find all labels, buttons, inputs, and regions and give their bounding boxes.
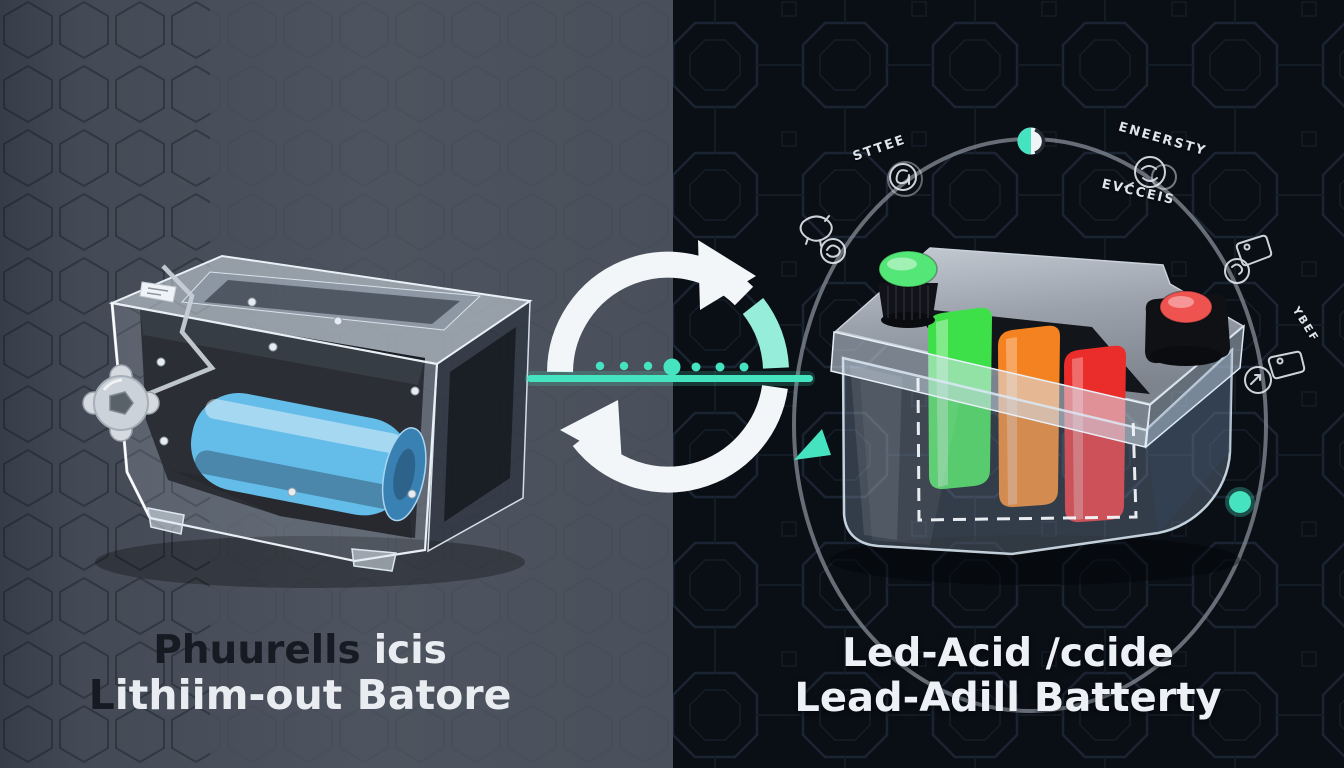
green-terminal-knob — [878, 250, 938, 328]
teal-divider-line — [525, 358, 815, 386]
circled-a-icon — [887, 161, 923, 197]
half-moon-icon — [1017, 127, 1046, 155]
caption-text-dark: L — [88, 670, 115, 719]
teal-dots — [595, 358, 749, 376]
price-tag-icon — [1224, 234, 1273, 284]
caption-text-light: icis — [373, 628, 447, 673]
price-tag-icon-2 — [1244, 350, 1306, 394]
recycle-arrows-icon — [547, 240, 789, 493]
caption-text-dark: Phuurells — [153, 628, 361, 673]
coins-doodle-icon — [1124, 156, 1177, 190]
lithium-battery-illustration — [82, 254, 533, 588]
blue-cell — [190, 393, 427, 522]
silver-dial — [82, 364, 160, 442]
teal-arrowhead-icon — [794, 429, 831, 460]
caption-text: Lead-Adill Batterty — [794, 674, 1222, 721]
caption-text: Led-Acid /ccide — [842, 631, 1174, 676]
caption-text-light: ithiim-out Batore — [114, 670, 512, 719]
red-terminal-knob — [1145, 290, 1231, 366]
lead-acid-battery-caption: Led-Acid /ccide Lead-Adill Batterty — [783, 632, 1233, 720]
lead-acid-battery-illustration — [830, 247, 1245, 585]
piggy-bank-icon — [799, 215, 846, 264]
lithium-battery-caption: Phuurells icis Lithiim-out Batore — [10, 629, 590, 719]
